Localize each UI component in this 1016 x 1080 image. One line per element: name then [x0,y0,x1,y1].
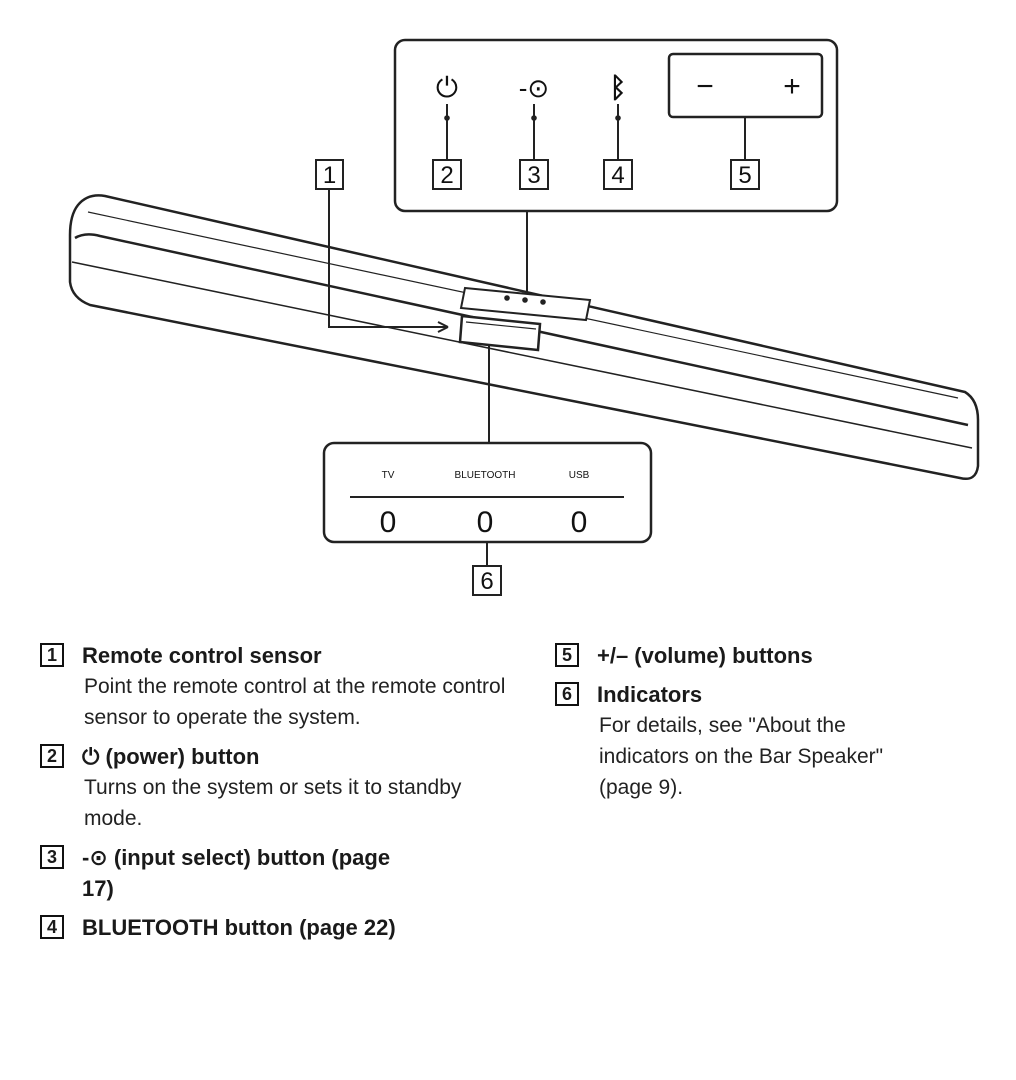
volume-plus-label: + [783,70,801,103]
callout-2: 2 [440,162,453,189]
callout-box-3 [519,159,549,190]
indicator-panel-detail: TV BLUETOOTH USB 0 0 0 [322,441,653,544]
callout-3: 3 [527,162,540,189]
legend-number-3: 3 [40,845,64,869]
power-icon: ⏻ [436,72,458,103]
indicator-label-tv: TV [382,470,395,481]
input-select-icon: -⊙ [519,73,549,103]
legend-title-6: Indicators [597,682,703,707]
legend-item-4: 4 BLUETOOTH button (page 22) [40,912,510,943]
bluetooth-icon: ᛒ [610,72,627,103]
legend-title-1: Remote control sensor [82,643,322,668]
legend-item-5: 5 +/– (volume) buttons [555,640,985,671]
front-indicator-block [458,314,542,352]
legend-number-2: 2 [40,744,64,768]
callout-4: 4 [611,162,624,189]
legend-number-5: 5 [555,643,579,667]
callout-box-6 [472,565,502,596]
legend-number-4: 4 [40,915,64,939]
callout-box-1 [315,159,344,190]
legend-number-1: 1 [40,643,64,667]
indicator-lamp-usb: 0 [571,506,588,539]
indicator-lamp-tv: 0 [380,506,397,539]
legend-title-3: -⊙ (input select) button (page 17) [82,845,391,901]
legend-number-6: 6 [555,682,579,706]
legend-left-column: 1 Remote control sensor Point the remote… [40,640,510,951]
callout-5: 5 [738,162,751,189]
legend-right-column: 5 +/– (volume) buttons 6 Indicators For … [555,640,985,811]
callout-box-2 [432,159,462,190]
legend-item-1: 1 Remote control sensor Point the remote… [40,640,510,733]
legend-title-4: BLUETOOTH button (page 22) [82,915,396,940]
callout-box-5 [730,159,760,190]
legend-desc-2: Turns on the system or sets it to standb… [84,776,462,830]
indicator-label-bluetooth: BLUETOOTH [455,470,516,481]
indicator-label-usb: USB [569,470,590,481]
top-panel-detail: ⏻ -⊙ ᛒ − + [393,38,839,213]
leader-lines [328,189,528,566]
volume-minus-label: − [696,70,714,103]
legend-item-6: 6 Indicators For details, see "About the… [555,679,985,803]
legend-title-5: +/– (volume) buttons [597,643,813,668]
legend-title-2: ⏻ (power) button [82,744,260,769]
top-control-strip [459,286,592,322]
legend-item-3: 3 -⊙ (input select) button (page 17) [40,842,510,904]
callout-box-4 [603,159,633,190]
indicator-lamp-bluetooth: 0 [477,506,494,539]
legend-item-2: 2 ⏻ (power) button Turns on the system o… [40,741,510,834]
legend-desc-1: Point the remote control at the remote c… [84,675,506,729]
callout-6: 6 [480,568,493,595]
callout-1: 1 [323,162,336,189]
callouts [315,159,760,596]
legend-desc-6: For details, see "About the indicators o… [599,714,884,799]
bar-speaker-diagram: ⏻ -⊙ ᛒ − + TV BLUETOOTH USB 0 0 0 1 2 3 … [68,38,980,596]
